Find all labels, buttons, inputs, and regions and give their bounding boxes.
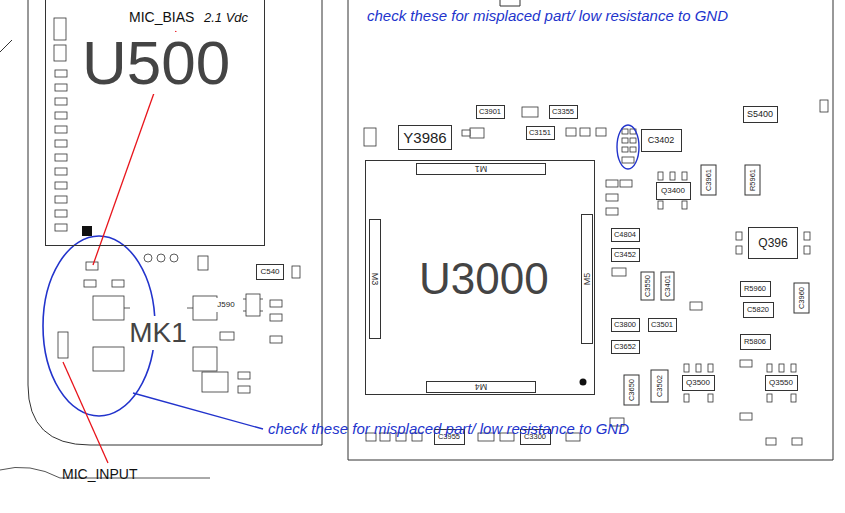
callout-ring	[617, 125, 639, 169]
part-name: C3502	[655, 375, 663, 397]
transistor-outline: Q3500	[682, 375, 715, 391]
board-outline	[28, 0, 322, 445]
part-name: Q396	[758, 237, 787, 249]
part-outline: R5961	[744, 165, 760, 196]
smd-parts	[364, 100, 828, 445]
note: check these for misplaced part/ low resi…	[268, 421, 629, 438]
part-name: C3652	[614, 343, 636, 351]
part-outline: C540	[256, 264, 284, 280]
part-name: C3961	[704, 169, 712, 191]
part-name: C3550	[643, 275, 651, 297]
signal-name: MIC_BIAS	[129, 10, 194, 25]
part-name: C3501	[651, 321, 673, 329]
part-outline: C3502	[650, 370, 668, 403]
part-name: C540	[260, 268, 279, 276]
crystal-outline: Y3986	[398, 125, 452, 150]
part-outline: C3652	[611, 340, 640, 354]
part-outline: C3401	[660, 272, 674, 301]
part-name: C3401	[663, 275, 671, 297]
chip-outline: M1M3 U3000 M5M4	[365, 160, 595, 395]
part-outline: S5400	[743, 106, 778, 123]
part-name: J590	[217, 301, 234, 309]
part-outline: R5960	[740, 281, 771, 297]
board-outline	[500, 0, 520, 6]
part-name: MK1	[129, 319, 187, 347]
part-outline: C3650	[623, 375, 639, 406]
part-outline: R5806	[740, 334, 771, 350]
part-name: U3000	[419, 257, 549, 301]
part-outline: C3901	[476, 105, 505, 119]
pin1-marker	[82, 226, 92, 236]
part-name: M1	[416, 163, 546, 175]
transistor-outline: Q396	[748, 227, 798, 259]
connector-label: J590	[214, 298, 238, 312]
chip-outline: U500	[45, 0, 265, 246]
part-name: Q3500	[686, 379, 710, 387]
microphone-label: MK1	[126, 316, 190, 350]
part-name: C3402	[648, 136, 675, 145]
part-name: C3960	[797, 287, 805, 309]
part-name: C3650	[627, 379, 635, 401]
part-outline: C3501	[648, 318, 677, 332]
part-outline: C3550	[640, 272, 654, 301]
part-name: C4804	[614, 231, 636, 239]
part-name: Y3986	[403, 130, 446, 145]
part-name: U500	[79, 32, 233, 94]
part-name: C3151	[529, 129, 551, 137]
part-outline: C3800	[611, 318, 640, 332]
part-name: R5960	[744, 285, 766, 293]
test-points	[144, 254, 178, 262]
part-outline: C3151	[526, 126, 555, 140]
note: check these for misplaced part/ low resi…	[367, 8, 728, 25]
part-name: M5	[581, 214, 593, 344]
part-outline: C3961	[700, 165, 716, 196]
transistor-outline: Q3550	[765, 375, 798, 391]
leader-line	[133, 393, 263, 429]
part-outline: C5820	[743, 302, 774, 318]
part-outline: C4804	[611, 228, 640, 242]
part-name: S5400	[747, 110, 773, 119]
transistor-outline: Q3400	[656, 182, 691, 200]
leader-line	[63, 362, 108, 463]
part-outline: C3960	[793, 283, 809, 314]
part-name: R5961	[748, 169, 756, 191]
part-name: Q3400	[661, 187, 685, 195]
part-name: C3901	[479, 108, 501, 116]
part-outline: C3402	[641, 129, 682, 152]
pin1-marker	[580, 379, 587, 386]
part-name: C5820	[747, 306, 769, 314]
smd-parts	[54, 18, 300, 393]
voltage-value: 2.1 Vdc	[204, 11, 248, 25]
part-name: C3800	[614, 321, 636, 329]
signal-name: MIC_INPUT	[62, 467, 137, 482]
board-outline	[348, 0, 833, 460]
part-name: Q3550	[769, 379, 793, 387]
part-name: C3355	[552, 108, 574, 116]
part-name: C3452	[614, 251, 636, 259]
part-outline: C3355	[549, 105, 578, 119]
board-outline	[0, 40, 12, 52]
part-name: M4	[426, 381, 536, 393]
part-name: R5806	[744, 338, 766, 346]
part-outline: C3452	[611, 248, 640, 262]
part-name: M3	[369, 219, 381, 339]
